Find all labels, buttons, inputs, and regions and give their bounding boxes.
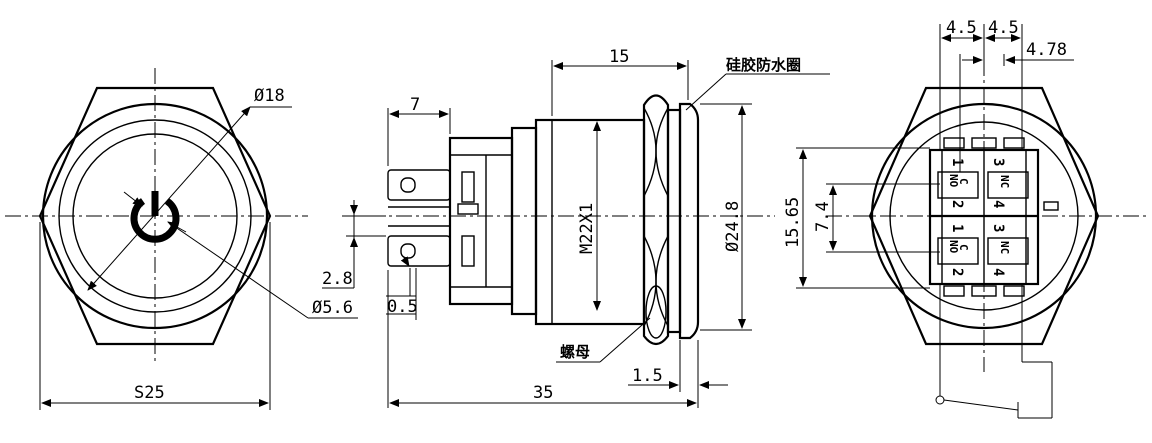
pin-upper-nc: NC <box>998 175 1011 188</box>
pin-lower-4: 4 <box>990 268 1006 276</box>
dim-total-length: 35 <box>533 383 553 403</box>
dim-terminal-thickness: 0.5 <box>387 297 418 317</box>
gasket <box>666 108 682 334</box>
dim-thread: M22X1 <box>577 203 597 254</box>
dim-flange-diameter: Ø24.8 <box>723 201 743 252</box>
pin-upper-2: 2 <box>949 200 965 208</box>
dim-height-outer: 15.65 <box>783 197 803 248</box>
pin-upper-no: NO <box>947 174 960 188</box>
terminal-upper <box>387 169 451 201</box>
hex-nut-rear <box>868 86 1100 346</box>
dim-body-length: 15 <box>609 47 629 67</box>
pin-lower-2: 2 <box>949 268 965 276</box>
dim-pin-spacing-right: 4.5 <box>988 18 1019 38</box>
rear-view: 1 NO C 2 3 NC 4 1 NO C 2 3 NC 4 4.5 4.5 … <box>783 18 1150 419</box>
switch-housing <box>448 136 514 306</box>
wiring-schematic <box>935 284 1053 419</box>
dim-height-inner: 7.4 <box>813 201 833 232</box>
dim-gasket-thickness: 1.5 <box>632 366 663 386</box>
front-view: Ø18 Ø5.6 S25 <box>5 68 358 410</box>
dim-offset: 4.78 <box>1026 40 1067 60</box>
label-nut: 螺母 <box>560 343 590 361</box>
hex-nut-side <box>642 94 670 346</box>
dim-terminal-length: 7 <box>410 95 420 115</box>
terminal-lower <box>387 235 451 267</box>
bezel-outer <box>41 102 269 330</box>
label-gasket: 硅胶防水圈 <box>726 56 801 74</box>
dim-hex-size: S25 <box>134 383 165 403</box>
pin-lower-c: C <box>957 244 970 251</box>
pin-lower-3: 3 <box>990 224 1006 232</box>
pin-upper-3: 3 <box>990 158 1006 166</box>
dim-front-diameter: Ø18 <box>254 86 285 106</box>
pin-upper-c: C <box>957 178 970 185</box>
pin-lower-1: 1 <box>949 224 965 232</box>
dim-pin-spacing-left: 4.5 <box>946 18 977 38</box>
dim-symbol-diameter: Ø5.6 <box>312 298 353 318</box>
bezel-flange <box>678 102 700 340</box>
hex-nut-outline <box>38 86 272 346</box>
pin-lower-no: NO <box>947 240 960 254</box>
pin-upper-4: 4 <box>990 200 1006 208</box>
pin-upper-1: 1 <box>949 158 965 166</box>
dim-terminal-pitch: 2.8 <box>322 269 353 289</box>
pin-lower-nc: NC <box>998 241 1011 254</box>
side-view: 7 15 硅胶防水圈 M22X1 Ø24.8 2.8 0.5 <box>322 47 830 408</box>
